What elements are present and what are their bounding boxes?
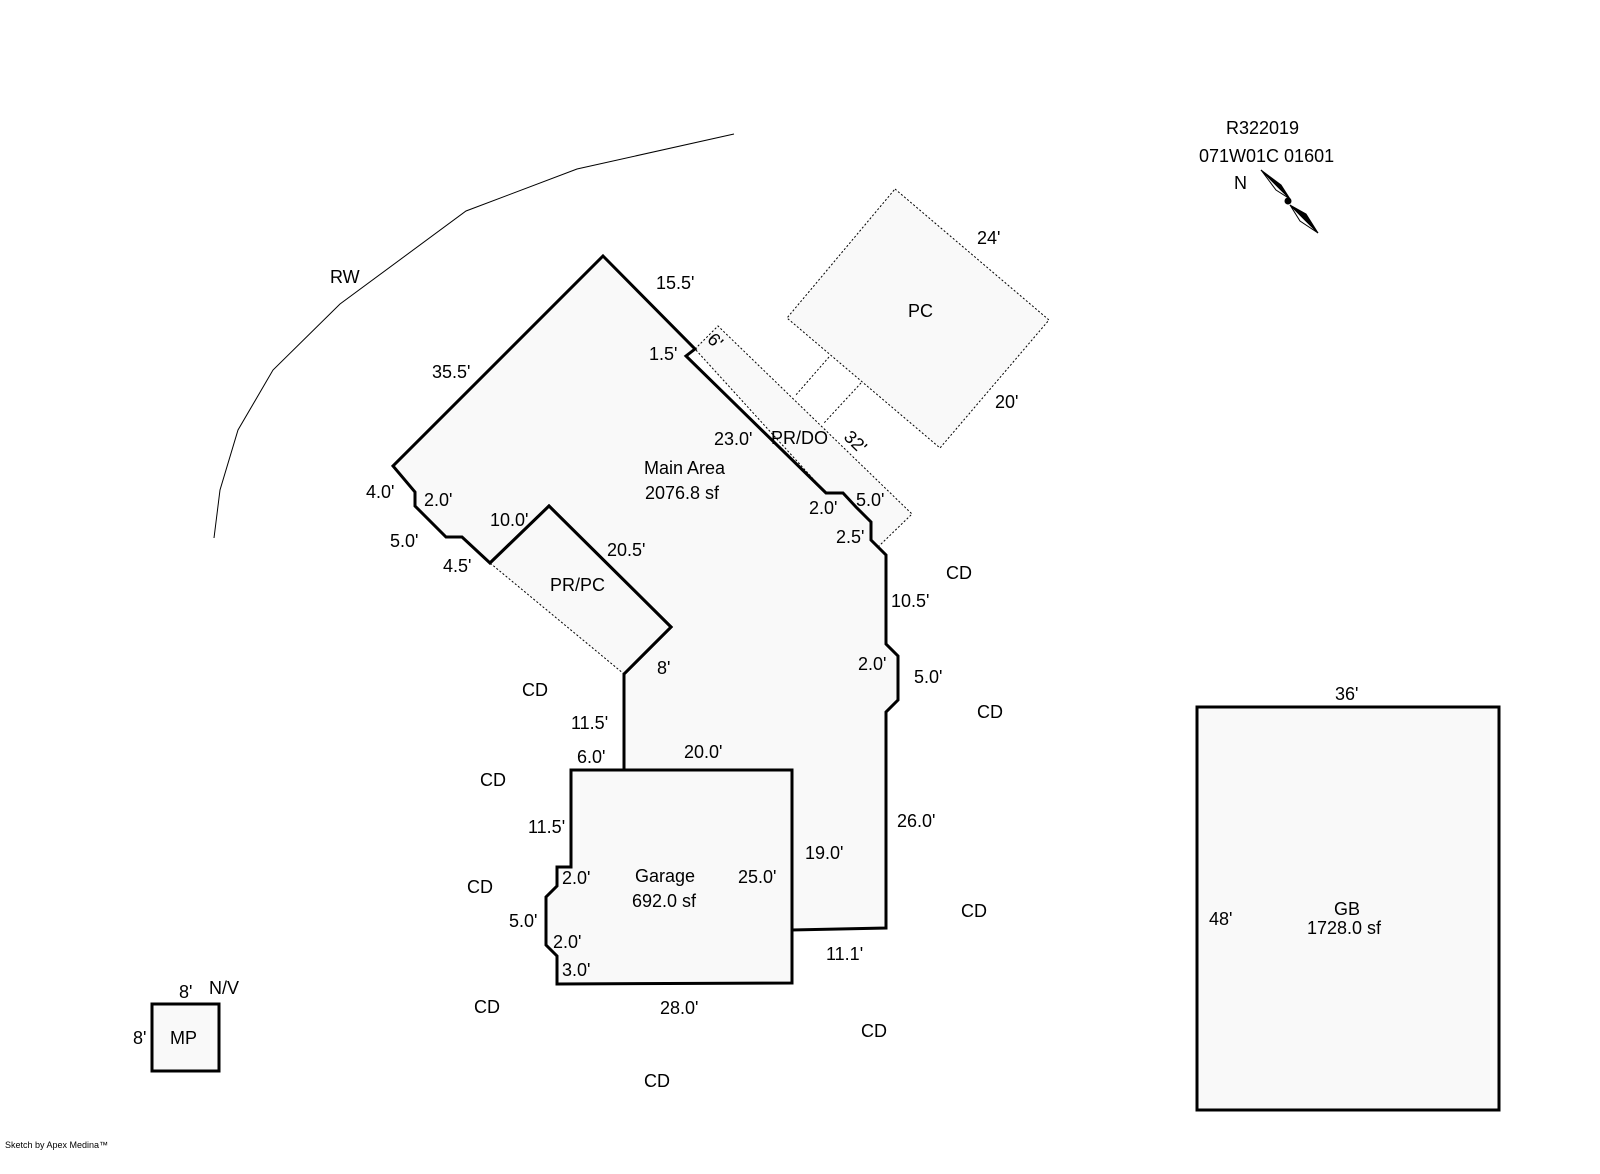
dim-label: 5.0' bbox=[914, 667, 942, 687]
carport-name: PC bbox=[908, 301, 933, 321]
carport-connector bbox=[794, 356, 830, 397]
dim-label: 5.0' bbox=[856, 490, 884, 510]
concrete-label: CD bbox=[467, 877, 493, 897]
dim-label: 2.0' bbox=[562, 868, 590, 888]
garage-name: Garage bbox=[635, 866, 695, 886]
north-label: N bbox=[1234, 173, 1247, 193]
outbuilding-outline bbox=[1195, 705, 1501, 1112]
dim-label: 28.0' bbox=[660, 998, 698, 1018]
concrete-label: CD bbox=[977, 702, 1003, 722]
dim-label: 10.5' bbox=[891, 591, 929, 611]
main-area-size: 2076.8 sf bbox=[645, 483, 720, 503]
dim-label: 5.0' bbox=[390, 531, 418, 551]
dim-label: 6.0' bbox=[577, 747, 605, 767]
concrete-label: CD bbox=[480, 770, 506, 790]
shed-name: MP bbox=[170, 1028, 197, 1048]
porch-pc-edge bbox=[488, 503, 674, 676]
dim-label: 48' bbox=[1209, 909, 1232, 929]
porch-do-name: PR/DO bbox=[771, 428, 828, 448]
dim-label: 23.0' bbox=[714, 429, 752, 449]
right-of-way-line bbox=[213, 133, 735, 539]
shed-outline bbox=[150, 1002, 221, 1073]
main-area-outline bbox=[390, 253, 900, 932]
dim-label: 4.5' bbox=[443, 556, 471, 576]
right-of-way-label: RW bbox=[330, 267, 360, 287]
concrete-label: CD bbox=[474, 997, 500, 1017]
dim-label: 19.0' bbox=[805, 843, 843, 863]
sketch-credit: Sketch by Apex Medina™ bbox=[5, 1140, 108, 1150]
dim-label: 20' bbox=[995, 392, 1018, 412]
dim-label: 24' bbox=[977, 228, 1000, 248]
north-arrow-icon bbox=[1260, 169, 1319, 234]
shed-note: N/V bbox=[209, 978, 239, 998]
concrete-label: CD bbox=[946, 563, 972, 583]
dim-label: 8' bbox=[657, 658, 670, 678]
dim-label: 35.5' bbox=[432, 362, 470, 382]
dim-label: 25.0' bbox=[738, 867, 776, 887]
map-number: 071W01C 01601 bbox=[1199, 146, 1334, 166]
dim-label: 11.5' bbox=[528, 817, 565, 837]
dim-label: 11.5' bbox=[571, 713, 608, 733]
main-area-name: Main Area bbox=[644, 458, 726, 478]
dim-label: 15.5' bbox=[656, 273, 694, 293]
carport-outline bbox=[786, 188, 1050, 449]
dim-label: 1.5' bbox=[649, 344, 677, 364]
dim-label: 11.1' bbox=[826, 944, 863, 964]
carport-connector bbox=[823, 382, 862, 424]
dim-label: 2.0' bbox=[424, 490, 452, 510]
dim-label: 2.0' bbox=[858, 654, 886, 674]
dim-label: 36' bbox=[1335, 684, 1358, 704]
concrete-label: CD bbox=[961, 901, 987, 921]
dim-label: 4.0' bbox=[366, 482, 394, 502]
dim-label: 3.0' bbox=[562, 960, 590, 980]
dim-label: 2.0' bbox=[553, 932, 581, 952]
concrete-label: CD bbox=[522, 680, 548, 700]
dim-label: 5.0' bbox=[509, 911, 537, 931]
dim-label: 2.0' bbox=[809, 498, 837, 518]
garage-size: 692.0 sf bbox=[632, 891, 697, 911]
dim-label: 2.5' bbox=[836, 527, 864, 547]
dim-label: 8' bbox=[179, 982, 192, 1002]
outbuilding-name: GB bbox=[1334, 899, 1360, 919]
garage-outline bbox=[544, 768, 794, 986]
dim-label: 20.0' bbox=[684, 742, 722, 762]
dim-label: 26.0' bbox=[897, 811, 935, 831]
outbuilding-size: 1728.0 sf bbox=[1307, 918, 1382, 938]
dim-label: 20.5' bbox=[607, 540, 645, 560]
dim-label: 10.0' bbox=[490, 510, 528, 530]
porch-pc-name: PR/PC bbox=[550, 575, 605, 595]
dim-label: 8' bbox=[133, 1028, 146, 1048]
parcel-id: R322019 bbox=[1226, 118, 1299, 138]
concrete-label: CD bbox=[861, 1021, 887, 1041]
concrete-label: CD bbox=[644, 1071, 670, 1091]
